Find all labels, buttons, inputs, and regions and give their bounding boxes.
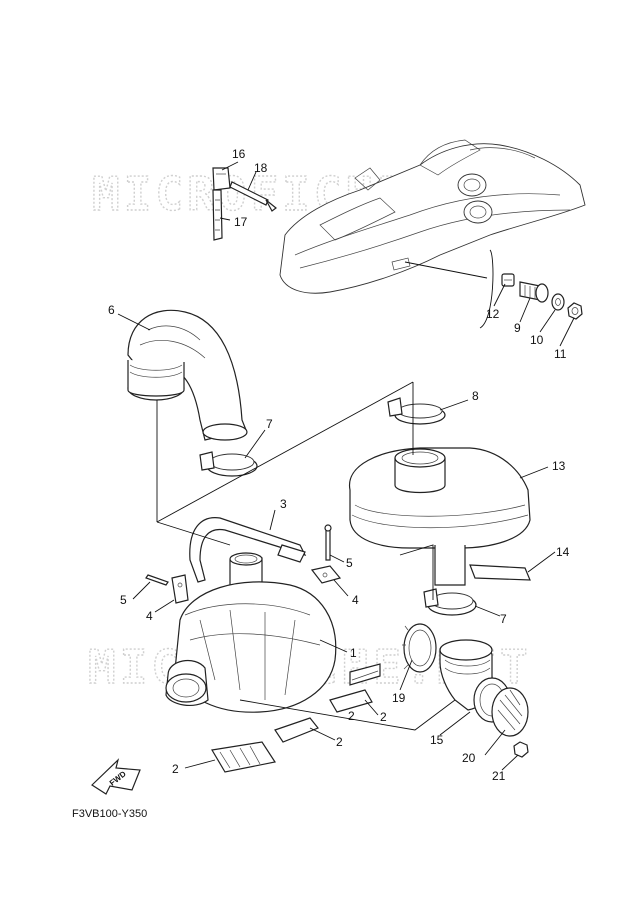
callout-4-b: 4 xyxy=(352,593,359,607)
forward-arrow-icon: FWD xyxy=(91,758,141,795)
pad-2a xyxy=(349,663,381,686)
cable-tie-band xyxy=(212,189,223,241)
hose-clamp-lower xyxy=(423,588,477,616)
screen-disc xyxy=(491,687,529,737)
pad-2c xyxy=(274,717,319,743)
callout-8: 8 xyxy=(472,389,479,403)
leader-lines xyxy=(117,161,575,771)
watercraft-illustration xyxy=(279,139,586,294)
callout-7-a: 7 xyxy=(266,417,273,431)
drain-group-bracket xyxy=(479,249,494,329)
callout-18: 18 xyxy=(254,161,268,175)
callout-16: 16 xyxy=(232,147,246,161)
diagram-code: F3VB100-Y350 xyxy=(72,808,147,820)
callout-13: 13 xyxy=(552,459,566,473)
callout-7-b: 7 xyxy=(500,612,507,626)
pad-2b xyxy=(329,689,373,713)
callout-9: 9 xyxy=(514,321,521,335)
callout-2-b: 2 xyxy=(336,735,343,749)
assembly-line-lower-right xyxy=(399,544,434,600)
clamp-holder xyxy=(212,167,231,191)
callout-1: 1 xyxy=(350,646,357,660)
intake-duct xyxy=(127,309,248,441)
hose-clamp-tank xyxy=(387,397,446,425)
nut-21 xyxy=(513,741,529,758)
callout-numbers: 1 2 2 2 2 3 4 4 5 5 6 7 7 8 9 10 11 12 1… xyxy=(108,147,570,783)
elbow-hose xyxy=(439,639,511,723)
nut xyxy=(567,302,583,320)
callout-5-b: 5 xyxy=(346,556,353,570)
callout-6: 6 xyxy=(108,303,115,317)
drain-bolt xyxy=(501,273,515,287)
callout-11: 11 xyxy=(554,347,567,361)
pad-2d xyxy=(211,741,276,773)
drain-plug xyxy=(519,281,549,303)
callout-5-a: 5 xyxy=(120,593,127,607)
callout-20: 20 xyxy=(462,751,476,765)
callout-2-c: 2 xyxy=(172,762,179,776)
air-filter-case xyxy=(165,552,337,713)
callout-10: 10 xyxy=(530,333,544,347)
assembly-line-lower xyxy=(239,699,456,731)
callout-12: 12 xyxy=(486,307,500,321)
hose-clamp-upper xyxy=(199,451,258,477)
pad xyxy=(469,564,531,581)
callout-21: 21 xyxy=(492,769,506,783)
washer xyxy=(551,293,565,311)
callout-14: 14 xyxy=(556,545,570,559)
pin xyxy=(229,181,277,212)
bracket-left xyxy=(171,574,189,604)
screw-right xyxy=(324,524,332,561)
screw-left xyxy=(145,574,169,586)
assembly-line-top xyxy=(156,381,414,523)
callout-4-a: 4 xyxy=(146,609,153,623)
callout-2-d: 2 xyxy=(348,709,355,723)
callout-3: 3 xyxy=(280,497,287,511)
callout-17: 17 xyxy=(234,215,248,229)
bracket-right xyxy=(310,565,342,584)
assembly-line-bottom xyxy=(156,521,231,546)
callout-19: 19 xyxy=(392,691,406,705)
mounting-band xyxy=(189,517,307,583)
resonator-tank xyxy=(349,447,531,586)
callout-2-a: 2 xyxy=(380,710,387,724)
callout-15: 15 xyxy=(430,733,444,747)
